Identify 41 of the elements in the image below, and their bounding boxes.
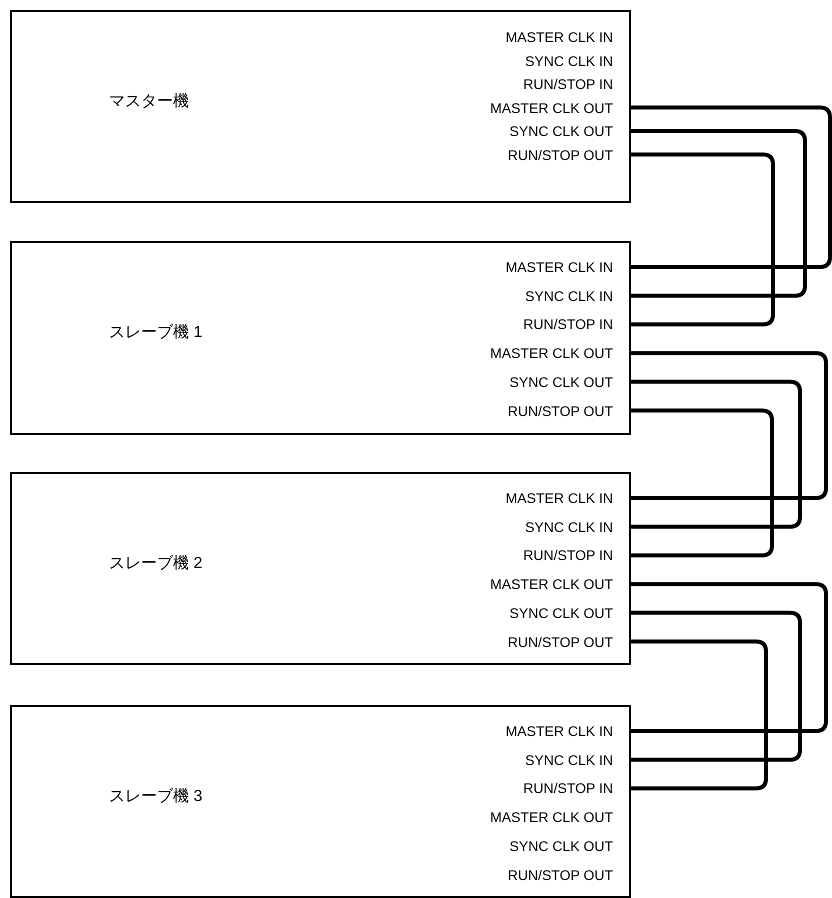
port-label: RUN/STOP IN: [523, 546, 629, 564]
port-label: MASTER CLK OUT: [490, 808, 629, 826]
port-label: RUN/STOP IN: [523, 75, 629, 93]
port-label: RUN/STOP OUT: [508, 146, 629, 164]
port-label: RUN/STOP OUT: [508, 632, 629, 650]
port-label: SYNC CLK IN: [525, 518, 629, 536]
port-label: RUN/STOP IN: [523, 779, 629, 798]
port-label: MASTER CLK OUT: [490, 98, 629, 116]
device-box: [10, 10, 631, 203]
port-label: MASTER CLK IN: [506, 489, 629, 507]
cable-line: [629, 610, 802, 762]
port-label: SYNC CLK IN: [525, 750, 629, 769]
device-name: スレーブ機 1: [109, 322, 202, 343]
port-label: MASTER CLK OUT: [490, 575, 629, 594]
device-box: [10, 241, 631, 435]
cable-line: [629, 380, 802, 529]
device-name: スレーブ機 3: [109, 786, 202, 807]
cable-line: [629, 152, 775, 326]
port-label: SYNC CLK OUT: [510, 836, 629, 855]
port-label: MASTER CLK IN: [506, 722, 629, 740]
cable-line: [629, 408, 774, 558]
port-label: SYNC CLK OUT: [510, 372, 629, 391]
cable-line: [629, 582, 828, 733]
port-label: SYNC CLK OUT: [510, 122, 629, 140]
cable-line: [629, 640, 768, 790]
device-box: [10, 705, 631, 898]
port-label: SYNC CLK OUT: [510, 604, 629, 622]
port-label: RUN/STOP OUT: [508, 866, 629, 884]
device-name: スレーブ機 2: [109, 554, 202, 574]
port-label: RUN/STOP IN: [523, 315, 629, 334]
device-box: [10, 472, 631, 665]
port-label: MASTER CLK IN: [506, 258, 629, 276]
port-label: SYNC CLK IN: [525, 52, 629, 70]
port-label: MASTER CLK IN: [506, 28, 629, 46]
cable-line: [629, 106, 832, 269]
port-label: SYNC CLK IN: [525, 286, 629, 305]
cable-line: [629, 129, 807, 298]
port-label: RUN/STOP OUT: [508, 402, 629, 420]
device-name: マスター機: [109, 92, 189, 112]
port-label: MASTER CLK OUT: [490, 344, 629, 362]
cable-line: [629, 351, 828, 500]
